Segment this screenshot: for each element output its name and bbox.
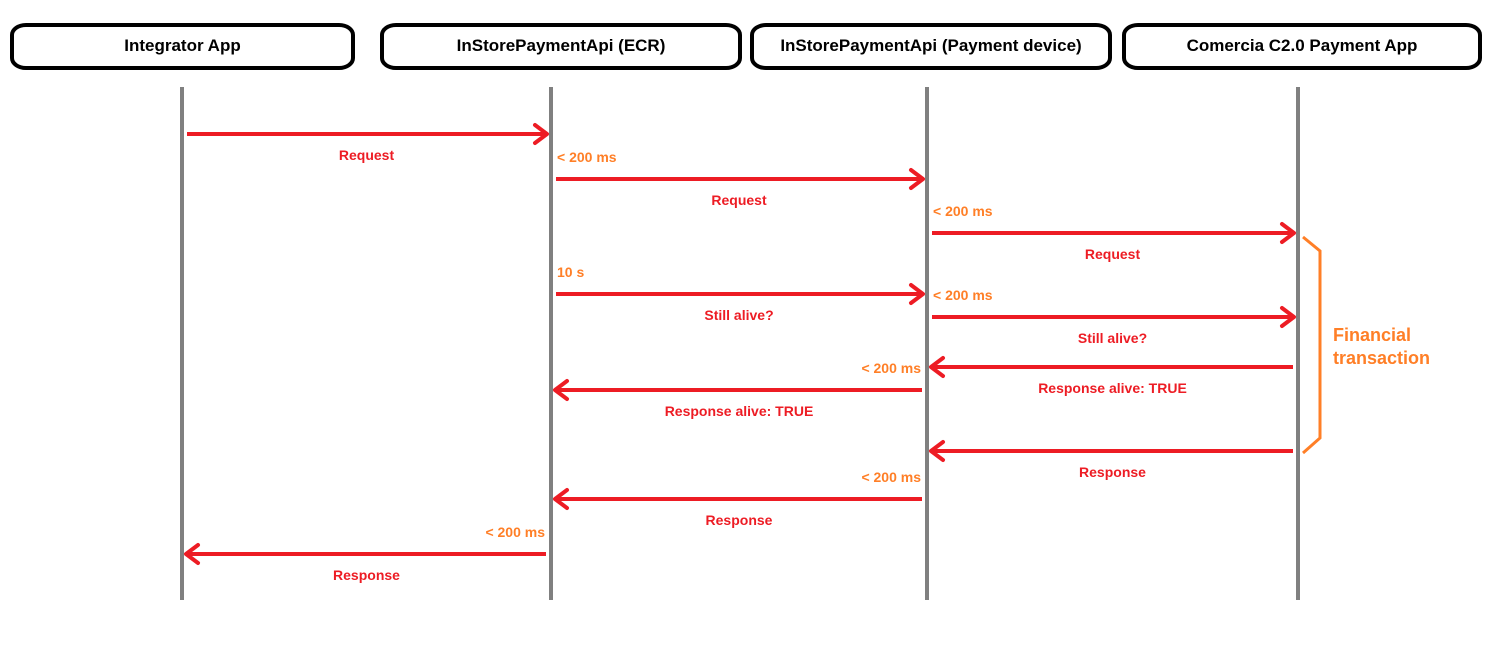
participant-header: InStorePaymentApi (ECR): [380, 23, 742, 70]
message-arrow: Response alive: TRUE < 200 ms: [553, 360, 922, 419]
arrowhead-icon: [929, 356, 945, 378]
message-label: Response: [333, 567, 400, 583]
participant-name: Comercia C2.0 Payment App: [1187, 36, 1418, 55]
message-label: Response alive: TRUE: [1038, 380, 1187, 396]
arrowhead-icon: [909, 168, 925, 190]
participant-header: Comercia C2.0 Payment App: [1122, 23, 1482, 70]
timing-label: < 200 ms: [861, 469, 921, 485]
participant-box: [1122, 23, 1482, 70]
timing-label: < 200 ms: [485, 524, 545, 540]
timing-label: < 200 ms: [861, 360, 921, 376]
participant-box: [750, 23, 1112, 70]
participant-box: [380, 23, 742, 70]
timing-label: 10 s: [557, 264, 584, 280]
arrowhead-icon: [553, 379, 569, 401]
arrowhead-icon: [929, 440, 945, 462]
participant-box: [10, 23, 355, 70]
arrowhead-icon: [909, 283, 925, 305]
participant-header: InStorePaymentApi (Payment device): [750, 23, 1112, 70]
participant-name: Integrator App: [124, 36, 240, 55]
message-arrow: Response < 200 ms: [553, 469, 922, 528]
participant-name: InStorePaymentApi (Payment device): [780, 36, 1081, 55]
message-arrow: Response: [929, 440, 1293, 480]
message-arrow: Still alive? 10 s: [556, 264, 925, 323]
arrowhead-icon: [1280, 306, 1296, 328]
message-label: Still alive?: [1078, 330, 1147, 346]
annotation-line1: Financial: [1333, 325, 1411, 345]
arrowhead-icon: [184, 543, 200, 565]
arrowhead-icon: [1280, 222, 1296, 244]
message-label: Request: [711, 192, 767, 208]
message-label: Still alive?: [704, 307, 773, 323]
timing-label: < 200 ms: [557, 149, 617, 165]
message-arrow: Still alive? < 200 ms: [932, 287, 1296, 346]
message-arrow: Request < 200 ms: [556, 149, 925, 208]
message-arrow: Request < 200 ms: [932, 203, 1296, 262]
message-label: Request: [339, 147, 395, 163]
message-label: Response: [1079, 464, 1146, 480]
timing-label: < 200 ms: [933, 287, 993, 303]
participant-header: Integrator App: [10, 23, 355, 70]
financial-transaction-bracket: [1302, 235, 1322, 455]
message-arrow: Response < 200 ms: [184, 524, 546, 583]
timing-label: < 200 ms: [933, 203, 993, 219]
message-label: Response alive: TRUE: [665, 403, 814, 419]
message-label: Response: [706, 512, 773, 528]
annotation-line2: transaction: [1333, 348, 1430, 368]
message-label: Request: [1085, 246, 1141, 262]
arrowhead-icon: [553, 488, 569, 510]
message-arrow: Request: [187, 123, 549, 163]
participant-name: InStorePaymentApi (ECR): [457, 36, 666, 55]
message-arrow: Response alive: TRUE: [929, 356, 1293, 396]
arrowhead-icon: [533, 123, 549, 145]
